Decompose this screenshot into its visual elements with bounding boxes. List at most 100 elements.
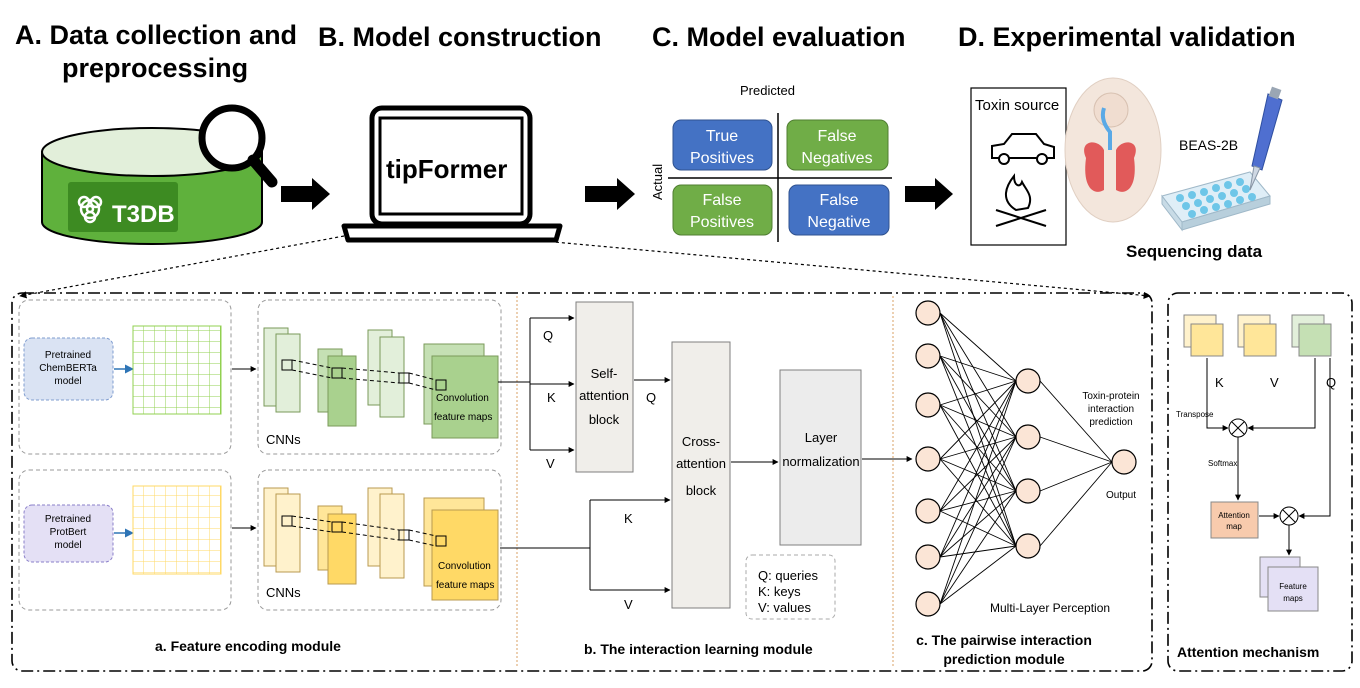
attn-feature-maps: Feature maps — [1259, 556, 1319, 612]
cm-false-positives: False Positives — [672, 184, 773, 236]
mlp-connection — [939, 490, 1017, 512]
svg-text:block: block — [686, 483, 717, 498]
self-attention-block: Self- attention block — [575, 301, 634, 473]
svg-text:attention: attention — [676, 456, 726, 471]
attn-v-label: V — [1270, 375, 1279, 390]
cross-attention-block: Cross- attention block — [671, 341, 731, 609]
mlp-label: Multi-Layer Perception — [990, 601, 1110, 615]
chem-conv-label-1: Convolution — [436, 393, 489, 404]
chem-embedding-grid — [132, 325, 222, 415]
cross-attn-q-label: Q — [646, 390, 656, 405]
svg-text:model: model — [54, 376, 81, 387]
mlp-connection — [939, 436, 1017, 605]
prediction-title-2: interaction — [1088, 404, 1134, 415]
attn-k-matrix — [1183, 314, 1224, 357]
mlp-connection — [939, 312, 1017, 547]
mlp-connection — [939, 355, 1017, 382]
cm-false-negatives: False Negatives — [786, 119, 889, 171]
self-attn-v-label: V — [546, 456, 555, 471]
prot-conv-label-2: feature maps — [436, 580, 494, 591]
magnifier-icon — [198, 104, 278, 188]
cm-true-negatives: False Negative — [788, 184, 890, 236]
svg-text:block: block — [589, 412, 620, 427]
arrow-b-to-c — [585, 178, 635, 210]
mlp-neuron — [915, 392, 941, 418]
self-attn-k-label: K — [547, 390, 556, 405]
mlp-connection — [939, 380, 1017, 605]
attn-q-label: Q — [1326, 375, 1336, 390]
svg-text:maps: maps — [1283, 594, 1303, 603]
mlp-connection — [939, 355, 1017, 547]
laptop-icon — [341, 105, 563, 243]
self-attn-q-label: Q — [543, 328, 553, 343]
cross-attn-k-label: K — [624, 511, 633, 526]
section-b-title: B. Model construction — [318, 22, 602, 52]
mlp-neuron — [915, 343, 941, 369]
prot-conv-label-1: Convolution — [438, 561, 491, 572]
prediction-caption-2: prediction module — [943, 651, 1065, 667]
mlp-neuron — [915, 498, 941, 524]
svg-text:False: False — [819, 192, 858, 209]
mlp-connection — [939, 380, 1017, 406]
mlp-neuron — [915, 446, 941, 472]
svg-text:Q: queries: Q: queries — [758, 568, 818, 583]
mlp-connection — [939, 545, 1017, 605]
svg-text:Attention: Attention — [1218, 511, 1250, 520]
toxin-source-label: Toxin source — [975, 97, 1059, 114]
mlp-neuron — [1015, 424, 1041, 450]
section-d-title: D. Experimental validation — [958, 22, 1296, 52]
svg-text:normalization: normalization — [782, 454, 859, 469]
mlp-connection — [939, 436, 1017, 558]
mlp-neuron — [915, 544, 941, 570]
mlp-network — [915, 300, 1137, 617]
arrow-c-to-d — [905, 178, 953, 210]
car-icon — [991, 133, 1055, 165]
prediction-title-3: prediction — [1089, 417, 1132, 428]
svg-text:Pretrained: Pretrained — [45, 514, 91, 525]
feature-module-caption: a. Feature encoding module — [155, 638, 341, 654]
attention-map-box: Attention map — [1210, 501, 1259, 539]
qkv-legend: Q: queries K: keys V: values — [745, 554, 836, 620]
prediction-caption-1: c. The pairwise interaction — [916, 632, 1092, 648]
svg-text:ProtBert: ProtBert — [50, 527, 87, 538]
mlp-neuron — [1015, 368, 1041, 394]
protbert-model-box: Pretrained ProtBert model — [23, 504, 114, 563]
section-a-title-line2: preprocessing — [62, 53, 248, 83]
pipette-icon — [1249, 86, 1283, 191]
svg-text:False: False — [702, 192, 741, 209]
transpose-label: Transpose — [1176, 410, 1214, 419]
attn-q-matrix — [1291, 314, 1332, 357]
matmul-icon-1 — [1228, 418, 1248, 438]
attn-k-label: K — [1215, 375, 1224, 390]
mlp-connection — [939, 380, 1017, 558]
svg-text:True: True — [706, 128, 738, 145]
svg-text:model: model — [54, 540, 81, 551]
mlp-neuron — [915, 591, 941, 617]
mlp-connection — [1039, 436, 1113, 463]
softmax-label: Softmax — [1208, 459, 1237, 468]
cross-attn-v-label: V — [624, 597, 633, 612]
mlp-connection — [939, 312, 1017, 438]
mlp-connection — [939, 312, 1017, 492]
mlp-connection — [939, 545, 1017, 558]
mlp-neuron — [915, 300, 941, 326]
database-label: T3DB — [112, 201, 175, 228]
interaction-module-caption: b. The interaction learning module — [584, 641, 813, 657]
mlp-connection — [939, 458, 1017, 492]
svg-text:False: False — [817, 128, 856, 145]
section-c-title: C. Model evaluation — [652, 22, 906, 52]
lungs-icon — [1064, 77, 1162, 223]
mlp-connection — [939, 436, 1017, 460]
mlp-connection — [939, 490, 1017, 605]
cm-true-positives: True Positives — [672, 119, 773, 171]
prot-embedding-grid — [132, 485, 222, 575]
svg-text:attention: attention — [579, 388, 629, 403]
attention-mechanism-caption: Attention mechanism — [1177, 644, 1319, 660]
matmul-icon-2 — [1279, 506, 1299, 526]
mlp-connection — [939, 380, 1017, 512]
mlp-connection — [939, 510, 1017, 547]
output-label: Output — [1106, 490, 1136, 501]
chem-cnns-label: CNNs — [266, 432, 301, 447]
cm-actual-label: Actual — [650, 164, 665, 200]
